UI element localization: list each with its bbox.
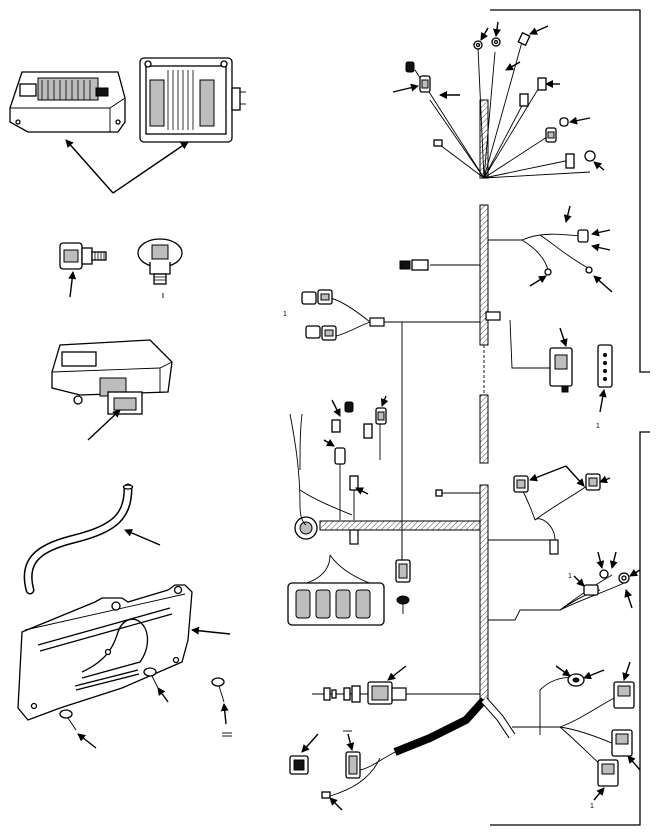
callout-labels: 1 1 1 1 xyxy=(283,311,600,810)
top-callout-arrows xyxy=(392,21,605,171)
left-mid-cluster xyxy=(289,395,389,520)
mounting-bracket xyxy=(17,584,231,721)
temperature-sensor xyxy=(59,242,107,298)
mid-horizontal-branch xyxy=(294,489,481,614)
callout-1: 1 xyxy=(283,311,287,318)
ignition-module xyxy=(51,339,173,441)
ecm-module-right xyxy=(139,57,246,143)
left-connector-cluster xyxy=(301,289,480,560)
callout-2: 1 xyxy=(568,573,572,580)
lower-connector-chain xyxy=(312,665,480,705)
main-harness-trunk xyxy=(479,99,501,701)
bolt-center xyxy=(143,667,169,703)
ring-terminal-cluster xyxy=(488,551,641,621)
left-side-lead xyxy=(399,259,480,271)
ecm-callout-arrows xyxy=(65,139,189,194)
lower-right-relay-group xyxy=(512,661,641,801)
lower-trunk-split xyxy=(289,697,516,811)
top-wire-fan xyxy=(405,31,596,179)
panel-frame xyxy=(490,9,650,826)
relay-assembly-right xyxy=(509,319,613,413)
vacuum-hose xyxy=(23,483,161,595)
callout-3: 1 xyxy=(596,423,600,430)
bolt-right xyxy=(211,677,232,737)
lower-left-connector-block xyxy=(287,554,385,626)
callout-4: 1 xyxy=(590,803,594,810)
right-branch-lower xyxy=(488,465,611,555)
bolt-left xyxy=(59,709,97,749)
right-branch-upper xyxy=(488,205,613,293)
pressure-sensor xyxy=(137,238,183,298)
ecm-module-left xyxy=(9,71,126,133)
